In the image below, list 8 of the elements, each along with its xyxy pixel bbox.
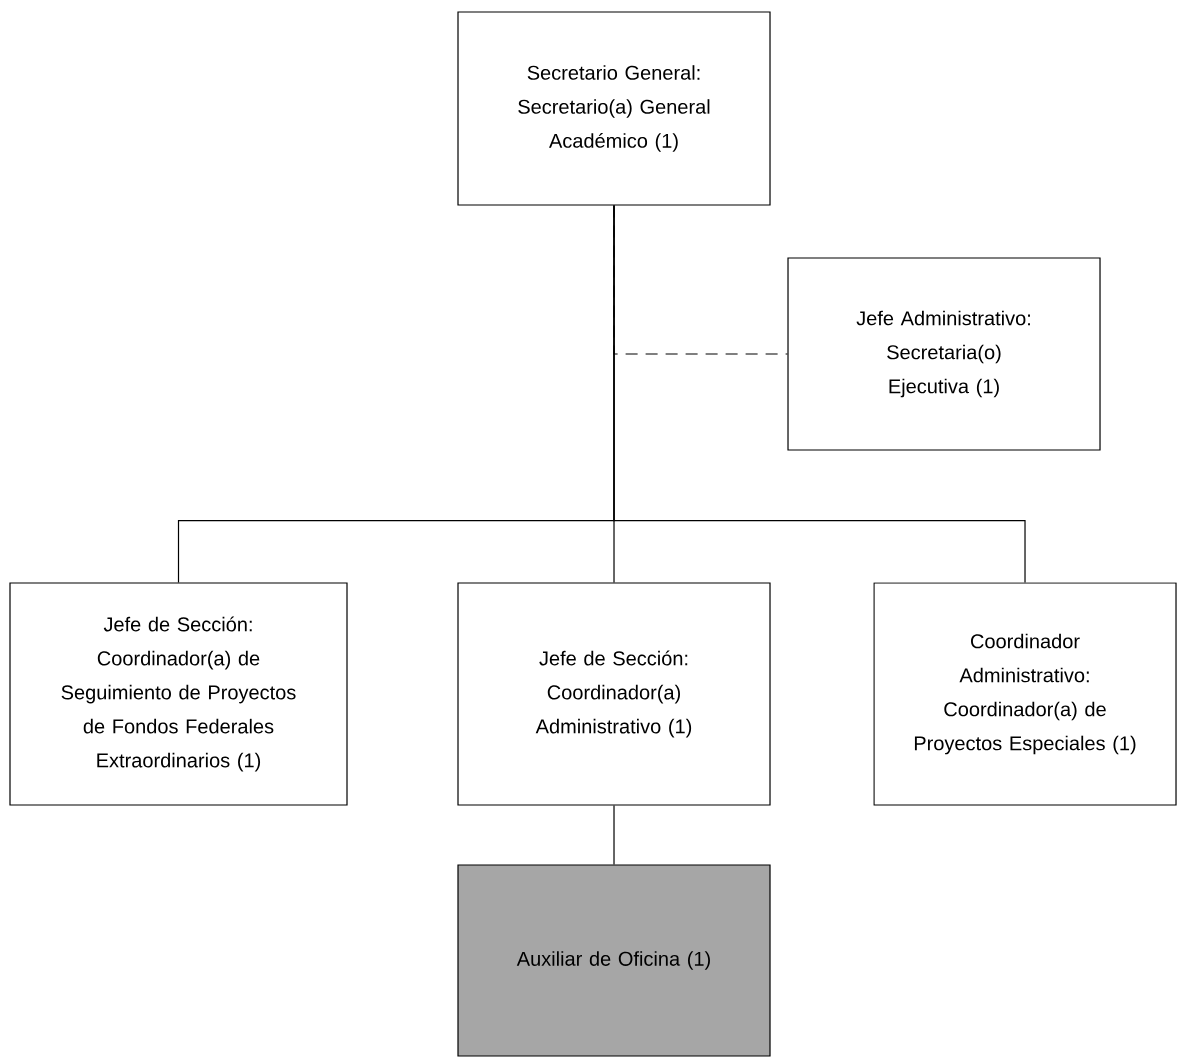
org-box: Secretario General: Secretario(a) General Académico (1): [457, 11, 771, 206]
org-box: Jefe Administrativo: Secretaria(o) Ejecutiva (1): [787, 257, 1101, 451]
connector-line: [613, 205, 1026, 583]
org-box: Jefe de Sección: Coordinador(a) de Seguimiento de Proyectos de Fondos Federales Extraordinarios (1): [9, 582, 348, 806]
org-box: Jefe de Sección: Coordinador(a) Administrativo (1): [457, 582, 771, 806]
org-box: Auxiliar de Oficina (1): [457, 864, 771, 1057]
connector-line: [613, 805, 615, 865]
org-box: Coordinador Administrativo: Coordinador(a) de Proyectos Especiales (1): [873, 582, 1177, 806]
